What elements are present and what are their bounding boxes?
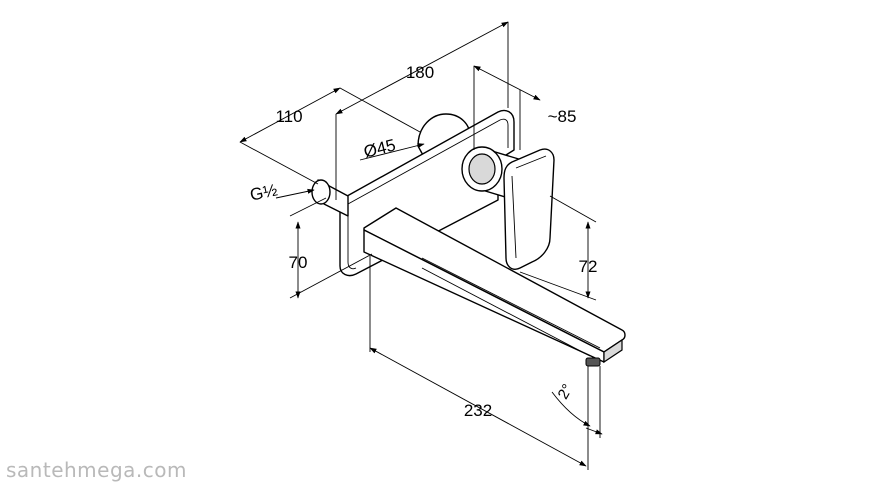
dim-thread-label: G½	[248, 180, 279, 204]
dim-72-label: 72	[579, 257, 598, 276]
dim-85-label: ~85	[548, 107, 577, 126]
dim-232-label: 232	[464, 401, 492, 420]
watermark-text: santehmega.com	[6, 458, 187, 482]
supply-pipe	[311, 179, 349, 217]
dimension-lines	[239, 21, 603, 470]
dim-70-label: 70	[289, 253, 308, 272]
wall-plate-bevel	[347, 118, 509, 270]
faucet-body	[311, 109, 626, 367]
spout	[363, 207, 626, 367]
dim-diameter-label: Ø45	[362, 135, 398, 161]
dim-180-label: 180	[406, 63, 434, 82]
lever-handle	[503, 148, 555, 270]
dim-110-label: 110	[275, 107, 302, 126]
